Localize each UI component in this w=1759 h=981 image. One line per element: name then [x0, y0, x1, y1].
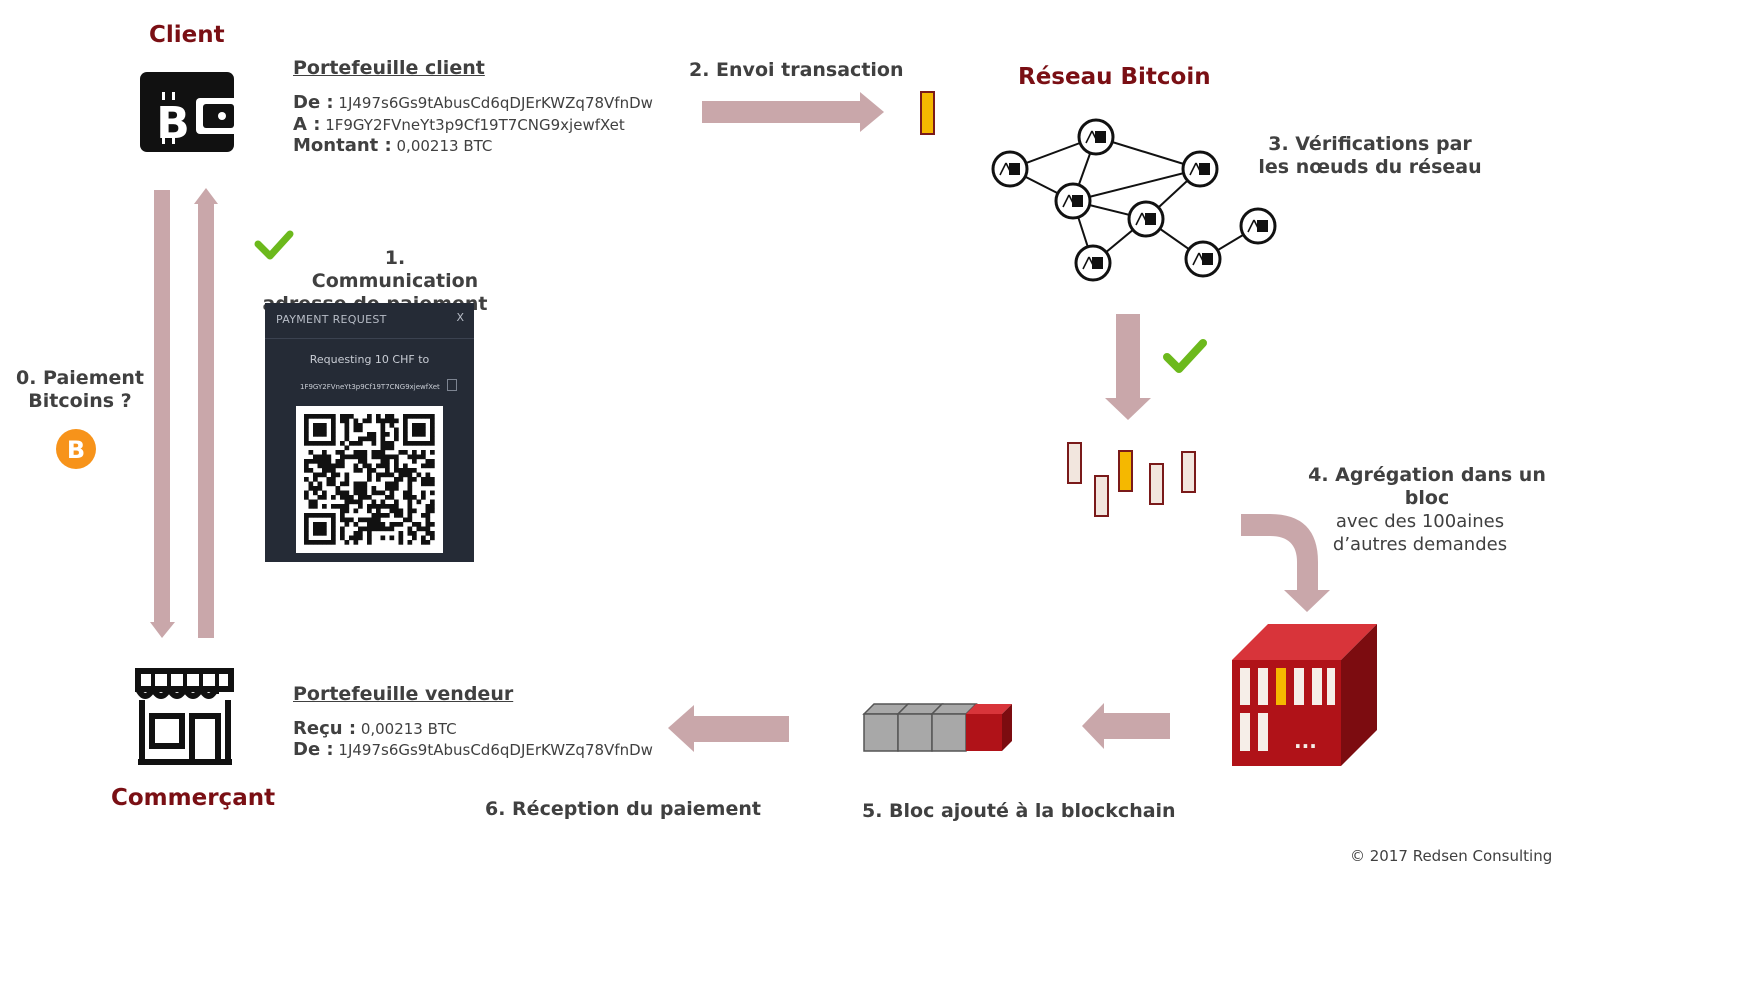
network-node-icon	[1077, 118, 1115, 156]
step3-line2: les nœuds du réseau	[1258, 156, 1482, 178]
aggregate-arrow	[1241, 514, 1330, 612]
payment-received-arrow	[668, 705, 789, 752]
check-icon	[254, 230, 294, 260]
network-title: Réseau Bitcoin	[1018, 64, 1211, 90]
client-amount-label: Montant :	[293, 135, 392, 156]
merchant-from-line: De : 1J497s6Gs9tAbusCd6qDJErKWZq78VfnDw	[293, 739, 653, 761]
qr-code-icon	[296, 406, 443, 553]
block-dots: ...	[1294, 729, 1317, 753]
step0-label: 0. Paiement Bitcoins ?	[0, 367, 160, 413]
merchant-received-line: Reçu : 0,00213 BTC	[293, 718, 457, 740]
verify-arrow	[1105, 314, 1151, 420]
step3-line1: 3. Vérifications par	[1268, 133, 1472, 155]
client-wallet-title: Portefeuille client	[293, 57, 485, 79]
transaction-tokens	[1067, 442, 1196, 517]
wallet-bitcoin-icon: B	[140, 72, 238, 152]
network-node-icon	[1054, 182, 1092, 220]
network-edges	[1009, 136, 1259, 264]
step5-label: 5. Bloc ajouté à la blockchain	[862, 800, 1176, 822]
check-icon-network	[1163, 339, 1207, 373]
payment-request-panel: PAYMENT REQUEST X Requesting 10 CHF to 1…	[265, 303, 474, 562]
client-title: Client	[149, 22, 225, 48]
network-nodes	[991, 118, 1277, 282]
merchant-title: Commerçant	[111, 785, 276, 811]
client-from-line: De : 1J497s6Gs9tAbusCd6qDJErKWZq78VfnDw	[293, 92, 653, 114]
client-from-value: 1J497s6Gs9tAbusCd6qDJErKWZq78VfnDw	[338, 94, 653, 112]
step4-line2: avec des 100aines	[1335, 511, 1505, 532]
network-node-icon	[1181, 150, 1219, 188]
transaction-token	[920, 91, 935, 135]
copyright: © 2017 Redsen Consulting	[1350, 847, 1553, 865]
payment-request-header: PAYMENT REQUEST X	[265, 303, 474, 339]
red-block-icon	[1232, 624, 1377, 766]
client-amount-line: Montant : 0,00213 BTC	[293, 135, 492, 157]
block-to-chain-arrow	[1082, 703, 1170, 749]
client-to-value: 1F9GY2FVneYt3p9Cf19T7CNG9xjewfXet	[325, 116, 625, 134]
step6-label: 6. Réception du paiement	[485, 798, 761, 820]
step0-line1: 0. Paiement	[16, 367, 144, 389]
step0-line2: Bitcoins ?	[28, 390, 132, 412]
step3-label: 3. Vérifications par les nœuds du réseau	[1250, 133, 1490, 179]
payment-request-address: 1F9GY2FVneYt3p9Cf19T7CNG9xjewfXet	[300, 383, 440, 391]
merchant-wallet-title: Portefeuille vendeur	[293, 683, 514, 705]
bitcoin-coin-icon: B	[56, 429, 96, 469]
step2-label: 2. Envoi transaction	[689, 59, 904, 81]
svg-text:B: B	[67, 436, 85, 464]
payment-request-title: PAYMENT REQUEST	[276, 313, 387, 326]
client-to-label: A :	[293, 114, 321, 135]
client-from-label: De :	[293, 92, 334, 113]
network-node-icon	[1074, 244, 1112, 282]
network-node-icon	[1239, 207, 1277, 245]
merchant-received-label: Reçu :	[293, 718, 357, 739]
send-arrow	[702, 92, 884, 132]
step4-label: 4. Agrégation dans un bloc avec des 100a…	[1270, 464, 1570, 556]
merchant-from-value: 1J497s6Gs9tAbusCd6qDJErKWZq78VfnDw	[338, 741, 653, 759]
shop-awning-stripes	[151, 674, 219, 694]
merchant-from-label: De :	[293, 739, 334, 760]
client-to-line: A : 1F9GY2FVneYt3p9Cf19T7CNG9xjewfXet	[293, 114, 625, 136]
step1-line1: 1. Communication	[311, 247, 479, 292]
network-node-icon	[1184, 240, 1222, 278]
step4-line1: 4. Agrégation dans un bloc	[1308, 464, 1546, 509]
step4-line3: d’autres demandes	[1332, 534, 1508, 555]
close-icon[interactable]: X	[456, 311, 464, 324]
copy-icon[interactable]	[447, 379, 457, 391]
client-merchant-arrows	[150, 188, 218, 638]
merchant-received-value: 0,00213 BTC	[360, 720, 457, 738]
network-node-icon	[1127, 200, 1165, 238]
network-node-icon	[991, 150, 1029, 188]
payment-request-amount: Requesting 10 CHF to	[309, 353, 430, 366]
client-amount-value: 0,00213 BTC	[396, 137, 493, 155]
blockchain-icon	[862, 703, 1012, 752]
